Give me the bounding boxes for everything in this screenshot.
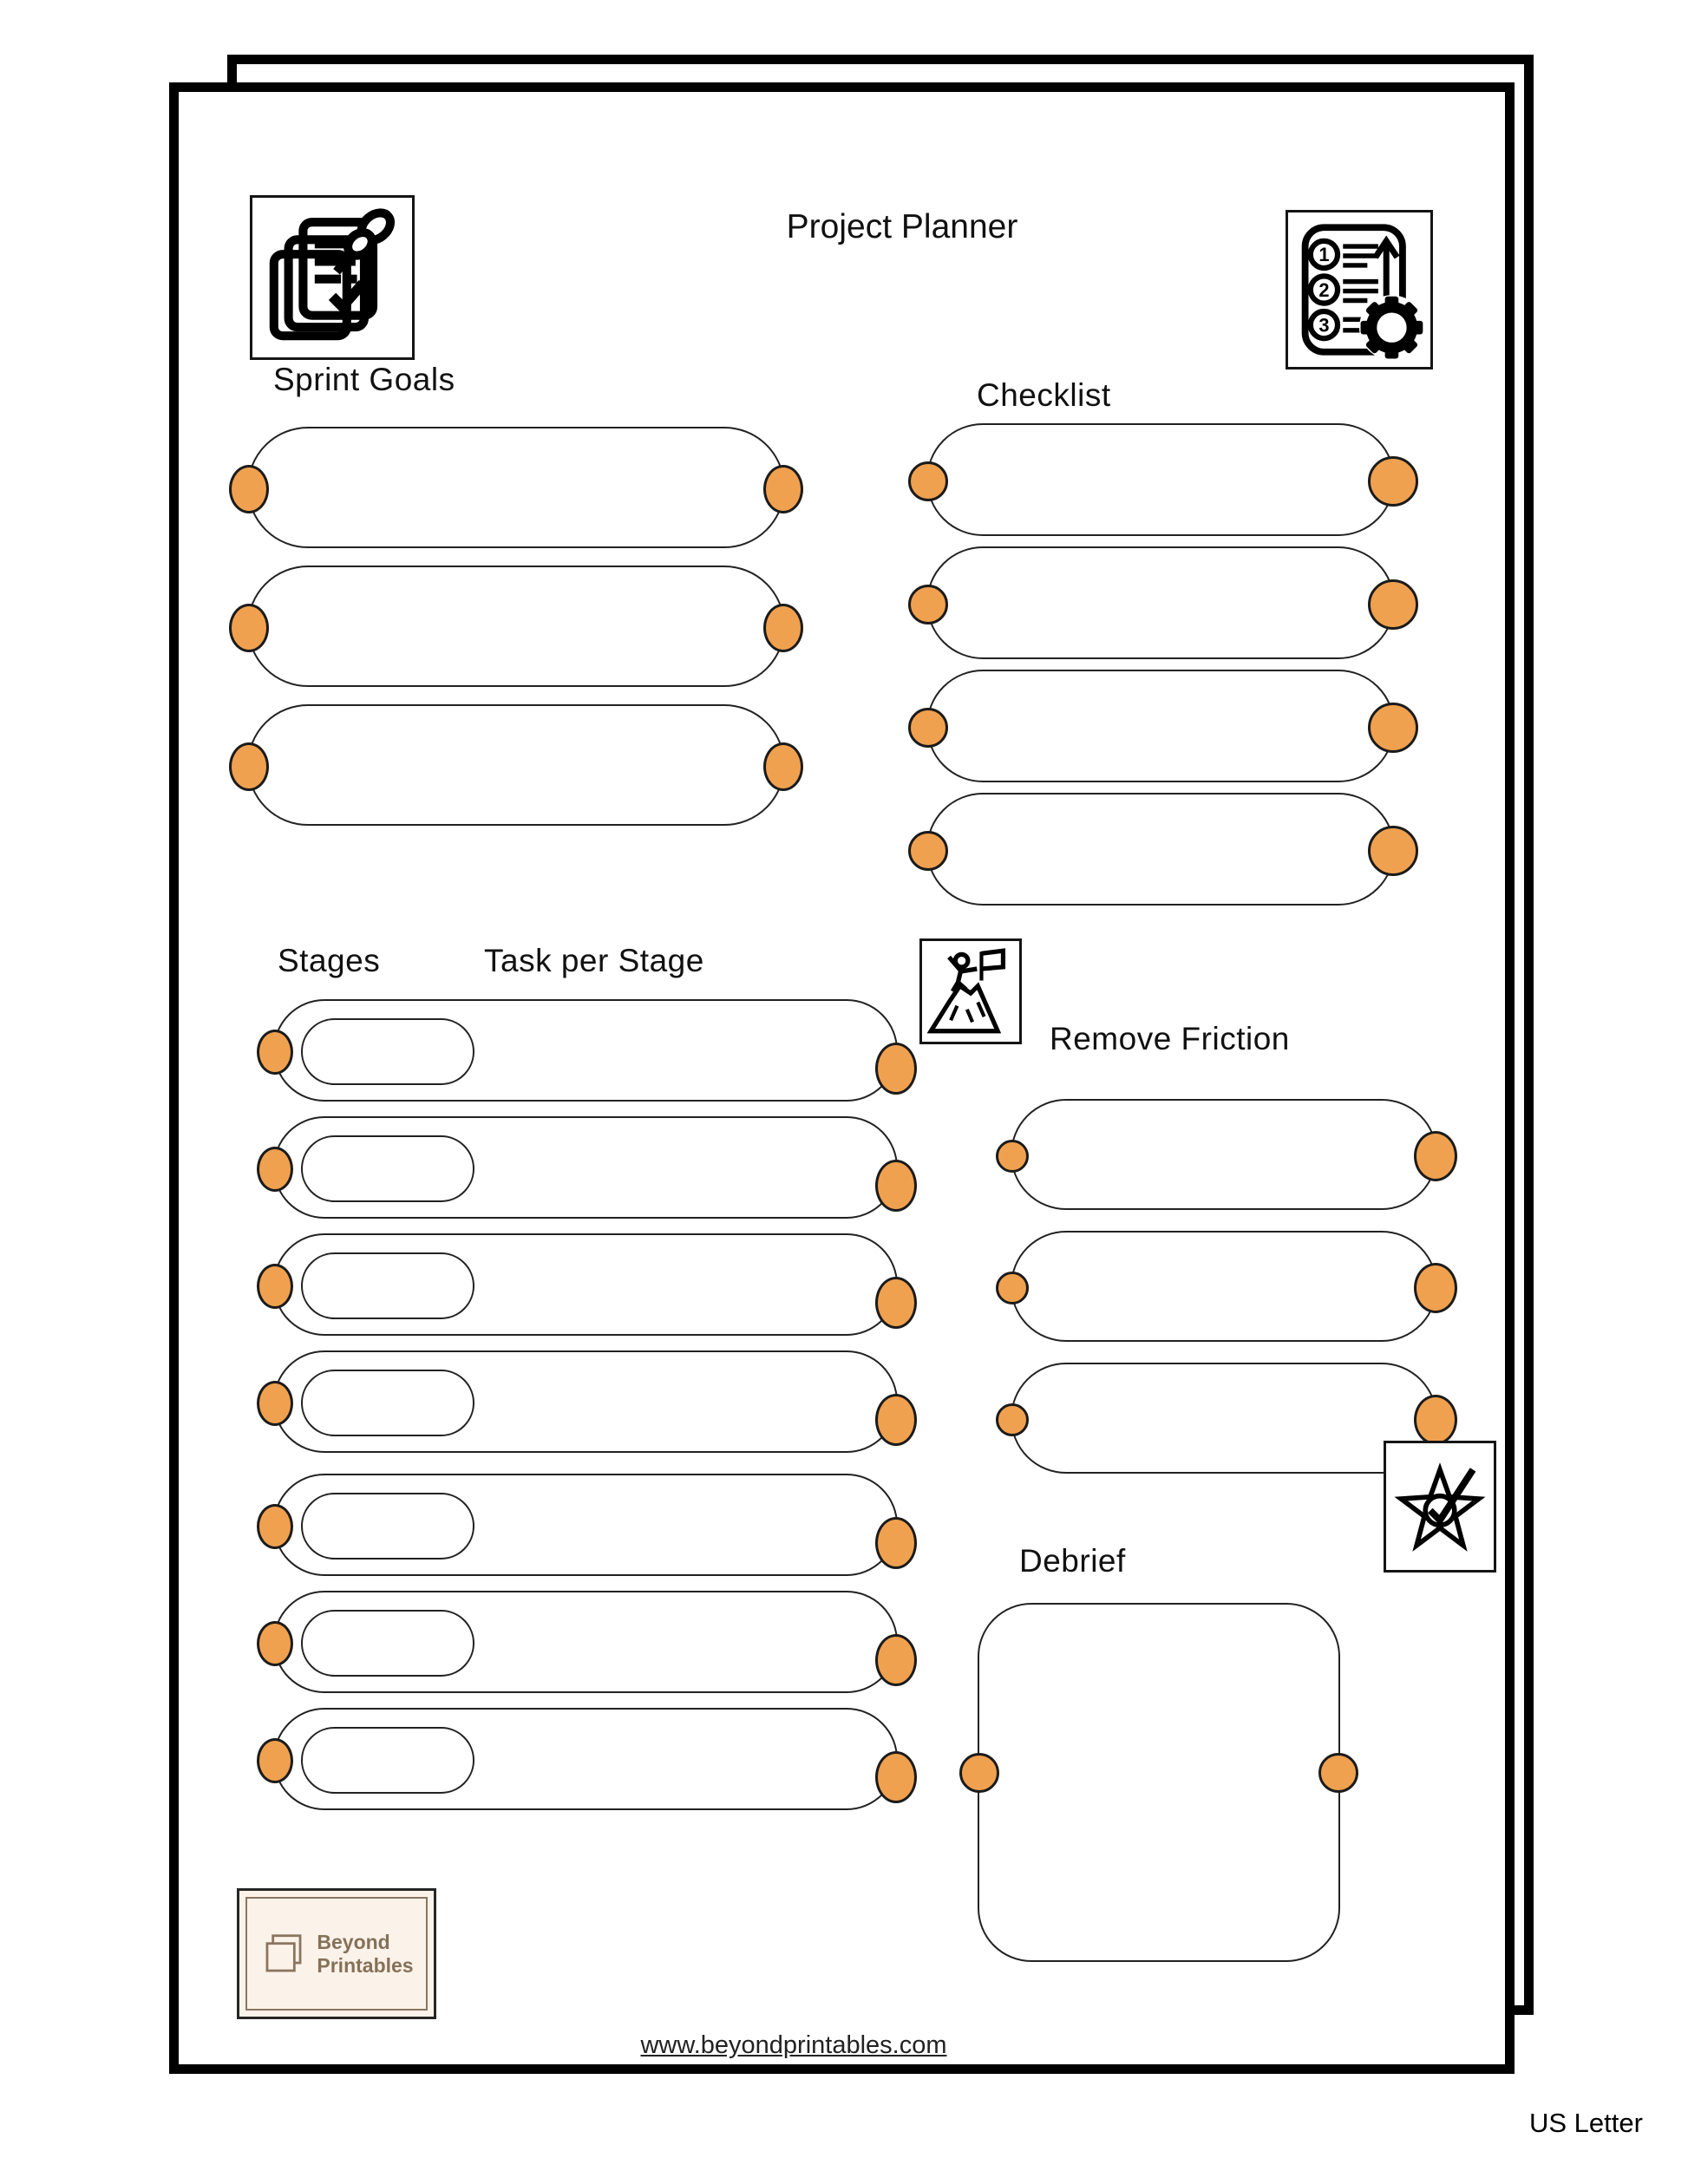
svg-text:3: 3 [1318, 314, 1329, 336]
connector-dot [875, 1394, 917, 1446]
stage-task-rows [257, 999, 917, 1825]
connector-dot [875, 1160, 917, 1212]
connector-dot [996, 1140, 1029, 1173]
connector-dot [875, 1277, 917, 1329]
connector-dot [257, 1147, 293, 1192]
connector-dot [257, 1504, 293, 1549]
checklist-row[interactable] [908, 546, 1418, 659]
connector-dot [996, 1403, 1029, 1436]
connector-dot [1368, 579, 1418, 630]
stage-pill[interactable] [301, 1727, 474, 1794]
connector-dot [257, 1381, 293, 1426]
svg-text:1: 1 [1318, 244, 1329, 265]
stage-pill[interactable] [301, 1252, 474, 1319]
task-row[interactable] [257, 1350, 917, 1453]
sprint-goals-rows [229, 427, 803, 843]
task-row[interactable] [257, 1591, 917, 1693]
brand-name-line2: Printables [317, 1953, 414, 1977]
svg-text:2: 2 [1318, 279, 1329, 301]
remove-friction-row[interactable] [996, 1231, 1457, 1342]
remove-friction-rows [996, 1099, 1457, 1494]
task-row[interactable] [257, 999, 917, 1102]
connector-dot [229, 465, 269, 513]
stage-pill[interactable] [301, 1135, 474, 1202]
connector-dot [908, 585, 948, 624]
checklist-row[interactable] [908, 793, 1418, 906]
connector-dot [1414, 1131, 1457, 1181]
debrief-box[interactable] [959, 1603, 1358, 1962]
connector-dot [229, 604, 269, 652]
task-row[interactable] [257, 1708, 917, 1810]
connector-dot [257, 1264, 293, 1309]
connector-dot [1368, 826, 1418, 876]
connector-dot [875, 1043, 917, 1095]
brand-logo-frame: Beyond Printables [245, 1897, 428, 2011]
page-title: Project Planner [786, 208, 1018, 245]
connector-dot [875, 1634, 917, 1686]
sprint-goals-label: Sprint Goals [273, 362, 455, 397]
connector-dot [1414, 1395, 1457, 1445]
sprint-goal-row[interactable] [229, 427, 803, 548]
connector-dot [257, 1621, 293, 1666]
connector-dot [763, 742, 803, 791]
documents-pushpin-icon [250, 195, 415, 360]
stage-pill[interactable] [301, 1370, 474, 1436]
connector-dot [1318, 1753, 1358, 1793]
brand-logo: Beyond Printables [237, 1888, 436, 2019]
brand-name-line1: Beyond [317, 1931, 390, 1954]
checklist-rows [908, 423, 1418, 916]
connector-dot [1368, 456, 1418, 507]
stage-pill[interactable] [301, 1610, 474, 1677]
numbered-list-gear-icon: 1 2 3 [1286, 210, 1433, 369]
connector-dot [257, 1030, 293, 1075]
stage-pill[interactable] [301, 1493, 474, 1560]
connector-dot [908, 708, 948, 748]
connector-dot [257, 1738, 293, 1783]
debrief-label: Debrief [1019, 1543, 1126, 1579]
star-check-icon [1384, 1441, 1496, 1573]
connector-dot [959, 1753, 999, 1793]
remove-friction-row[interactable] [996, 1099, 1457, 1210]
connector-dot [908, 831, 948, 871]
task-per-stage-label: Task per Stage [484, 943, 704, 978]
connector-dot [875, 1751, 917, 1803]
stage-pill[interactable] [301, 1018, 474, 1085]
connector-dot [1414, 1263, 1457, 1313]
sprint-goal-row[interactable] [229, 566, 803, 687]
brand-name: Beyond Printables [317, 1931, 413, 1977]
mountain-climb-icon [919, 938, 1022, 1044]
remove-friction-label: Remove Friction [1050, 1021, 1290, 1056]
connector-dot [1368, 703, 1418, 753]
connector-dot [996, 1272, 1029, 1305]
connector-dot [763, 465, 803, 513]
task-row[interactable] [257, 1116, 917, 1219]
remove-friction-row[interactable] [996, 1363, 1457, 1474]
task-row[interactable] [257, 1474, 917, 1576]
stages-label: Stages [278, 943, 381, 978]
connector-dot [875, 1517, 917, 1569]
connector-dot [763, 604, 803, 652]
website-link[interactable]: www.beyondprintables.com [640, 2031, 947, 2059]
connector-dot [908, 461, 948, 501]
sprint-goal-row[interactable] [229, 704, 803, 826]
stacked-squares-icon [265, 1933, 302, 1971]
paper-size-label: US Letter [1529, 2108, 1643, 2138]
connector-dot [229, 742, 269, 791]
checklist-row[interactable] [908, 670, 1418, 782]
task-row[interactable] [257, 1233, 917, 1336]
checklist-label: Checklist [977, 377, 1111, 413]
checklist-row[interactable] [908, 423, 1418, 536]
